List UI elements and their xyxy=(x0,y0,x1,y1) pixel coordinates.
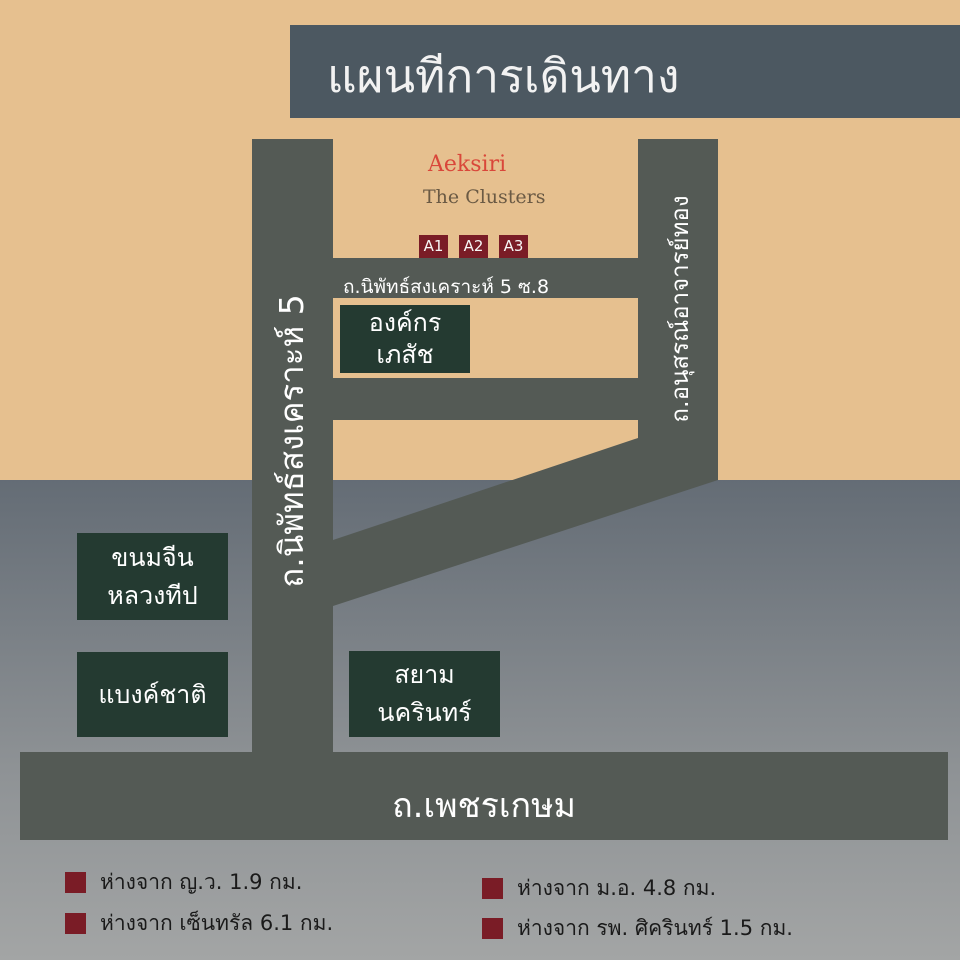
title-bar xyxy=(290,25,960,118)
landmark-line: องค์กร xyxy=(368,308,442,337)
square-bullet-icon xyxy=(65,913,86,934)
landmark-line: นครินทร์ xyxy=(377,698,472,727)
distance-item: ห่างจาก ม.อ. 4.8 กม. xyxy=(482,872,716,905)
landmark-pharmacy-org: องค์กร เภสัช xyxy=(340,305,470,373)
road-middle-connector xyxy=(333,378,638,420)
distance-item: ห่างจาก เซ็นทรัล 6.1 กม. xyxy=(65,907,333,940)
square-bullet-icon xyxy=(482,878,503,899)
project-name: Aeksiri xyxy=(428,152,507,177)
label-right-road: ถ.อนุสรณ์อาจารย์ทอง xyxy=(666,195,694,423)
label-left-road: ถ.นิพัทธ์สงเคราะห์ 5 xyxy=(272,294,311,588)
landmark-khanom-jeen: ขนมจีน หลวงทีป xyxy=(77,533,228,620)
road-right-vertical xyxy=(638,139,718,480)
distance-text: ห่างจาก รพ. ศิครินทร์ 1.5 กม. xyxy=(517,916,793,940)
landmark-line: เภสัช xyxy=(376,340,434,369)
label-phetkasem: ถ.เพชรเกษม xyxy=(392,786,576,826)
road-phetkasem xyxy=(20,752,948,840)
distance-text: ห่างจาก เซ็นทรัล 6.1 กม. xyxy=(100,911,334,935)
label-soi-8: ถ.นิพัทธ์สงเคราะห์ 5 ซ.8 xyxy=(343,276,550,298)
square-bullet-icon xyxy=(65,872,86,893)
distance-item: ห่างจาก รพ. ศิครินทร์ 1.5 กม. xyxy=(482,912,793,945)
square-bullet-icon xyxy=(482,918,503,939)
unit-marker-a2: A2 xyxy=(459,235,488,258)
landmark-siam-nakarin: สยาม นครินทร์ xyxy=(349,651,500,737)
landmark-line: หลวงทีป xyxy=(107,580,198,610)
distance-item: ห่างจาก ญ.ว. 1.9 กม. xyxy=(65,866,302,899)
road-left-vertical xyxy=(252,139,333,754)
unit-marker-a1: A1 xyxy=(419,235,448,258)
landmark-line: สยาม xyxy=(394,660,455,689)
landmark-bank: แบงค์ชาติ xyxy=(77,652,228,737)
project-subtitle: The Clusters xyxy=(423,186,546,208)
landmark-line: แบงค์ชาติ xyxy=(98,679,207,709)
distance-text: ห่างจาก ญ.ว. 1.9 กม. xyxy=(100,870,303,894)
road-soi-8 xyxy=(333,258,638,298)
unit-marker-a3: A3 xyxy=(499,235,528,258)
distance-text: ห่างจาก ม.อ. 4.8 กม. xyxy=(517,876,717,900)
map-title: แผนทีการเดินทาง xyxy=(327,49,680,103)
landmark-line: ขนมจีน xyxy=(111,542,194,572)
